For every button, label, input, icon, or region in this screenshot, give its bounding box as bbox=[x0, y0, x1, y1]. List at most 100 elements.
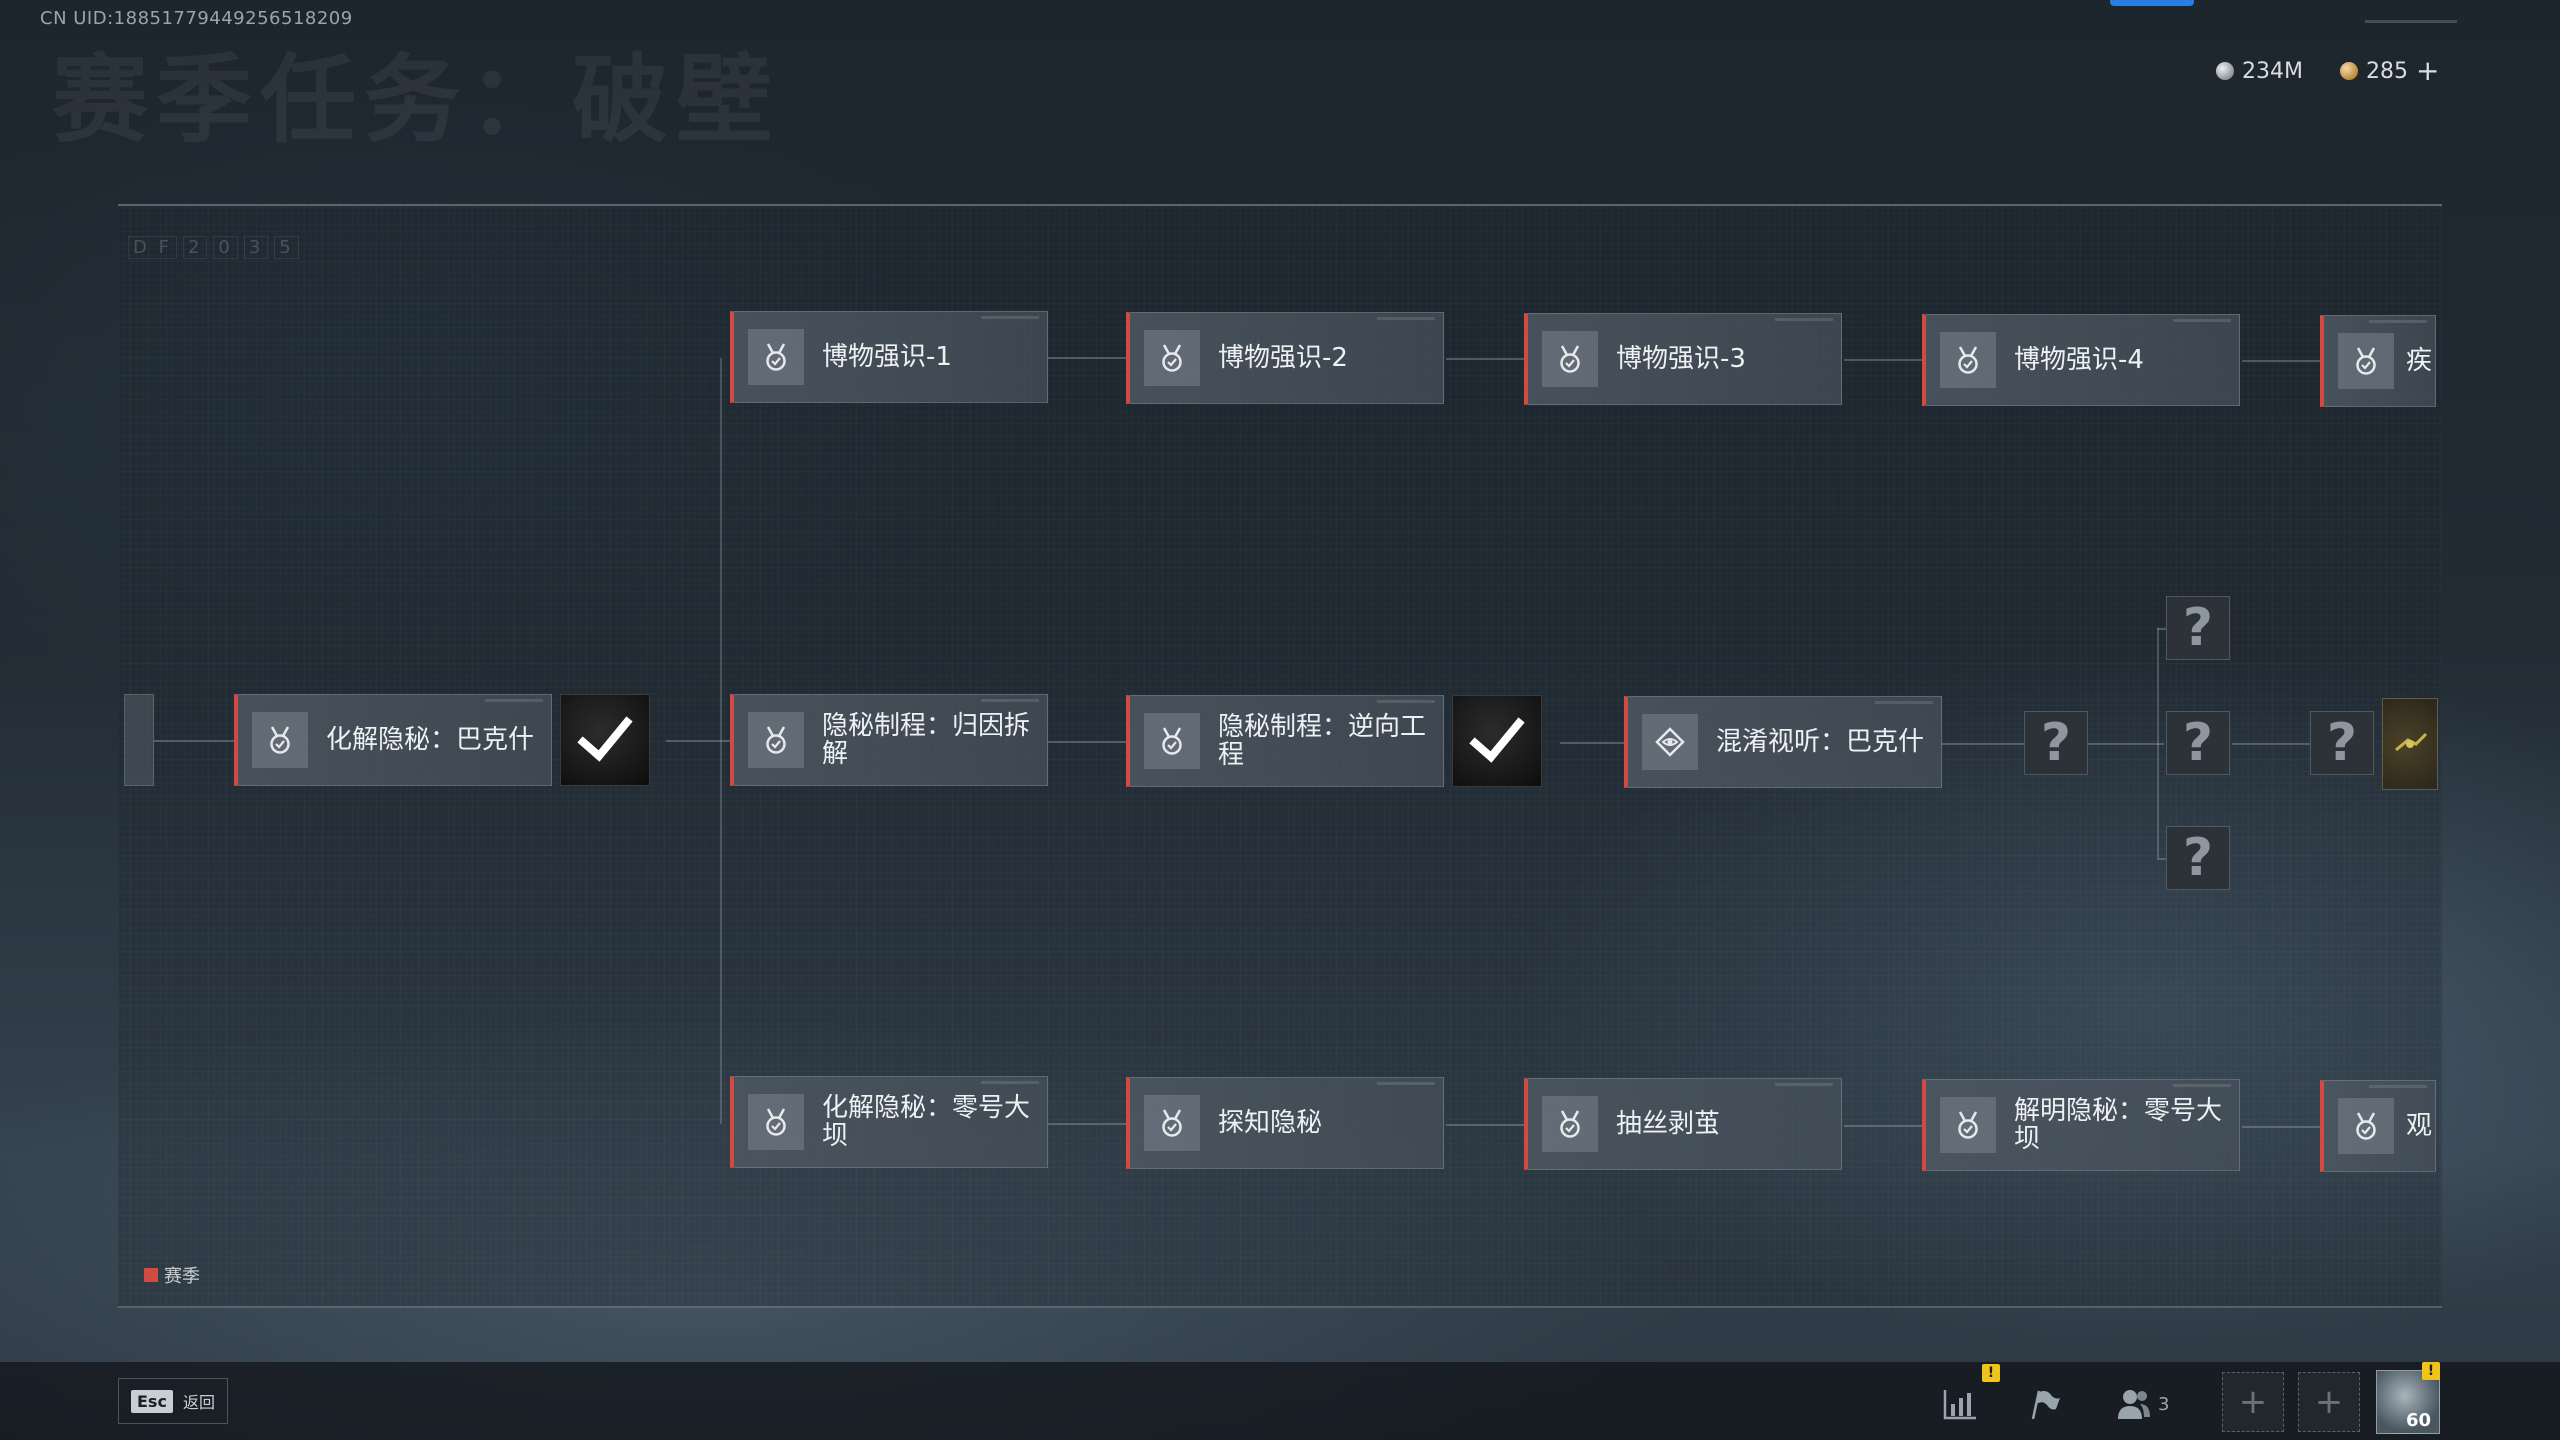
flag-icon bbox=[2031, 1390, 2060, 1420]
connector bbox=[1560, 742, 1624, 744]
task-node[interactable]: 疾 bbox=[2320, 315, 2436, 407]
spy-eye-icon bbox=[1642, 714, 1698, 770]
task-label: 观 bbox=[2406, 1111, 2433, 1141]
panel-code-part: 0 bbox=[213, 236, 238, 259]
question-icon: ? bbox=[2326, 713, 2358, 773]
task-node[interactable]: 博物强识-1 bbox=[730, 311, 1048, 403]
task-label: 博物强识-1 bbox=[822, 342, 952, 372]
checkmark-icon bbox=[1469, 717, 1525, 763]
stats-warning-badge: ! bbox=[1982, 1364, 2000, 1382]
connector bbox=[154, 740, 234, 742]
task-label: 博物强识-4 bbox=[2014, 345, 2144, 375]
task-label: 隐秘制程：归因拆解 bbox=[822, 711, 1031, 769]
avatar[interactable] bbox=[2376, 1370, 2440, 1434]
previous-task-stub[interactable] bbox=[124, 694, 154, 786]
task-label: 博物强识-2 bbox=[1218, 343, 1348, 373]
medal-icon bbox=[748, 712, 804, 768]
connector bbox=[1048, 741, 1126, 743]
medal-icon bbox=[2338, 333, 2394, 389]
locked-task[interactable]: ? bbox=[2166, 826, 2230, 890]
friends-count: 3 bbox=[2158, 1393, 2170, 1415]
plus-icon: + bbox=[2238, 1382, 2268, 1422]
player-level: 60 bbox=[2406, 1410, 2432, 1431]
medal-icon bbox=[1144, 1095, 1200, 1151]
stats-button[interactable] bbox=[1938, 1382, 1982, 1426]
connector bbox=[2157, 858, 2167, 860]
locked-task[interactable]: ? bbox=[2310, 711, 2374, 775]
connector bbox=[2242, 360, 2320, 362]
currency-gold[interactable]: 285 + bbox=[2340, 56, 2439, 86]
silver-coin-icon bbox=[2216, 62, 2234, 80]
tree-trunk-line bbox=[720, 358, 722, 1124]
connector bbox=[1844, 359, 1922, 361]
panel-code-part: 2 bbox=[182, 236, 208, 259]
top-divider bbox=[2365, 20, 2457, 23]
question-icon: ? bbox=[2182, 598, 2214, 658]
task-label: 隐秘制程：逆向工程 bbox=[1218, 712, 1427, 770]
panel-code: D F 2 0 3 5 bbox=[128, 236, 299, 259]
flag-button[interactable] bbox=[2022, 1382, 2066, 1426]
branch-line bbox=[2157, 628, 2159, 858]
task-node[interactable]: 解明隐秘：零号大坝 bbox=[1922, 1079, 2240, 1171]
task-complete-reward[interactable] bbox=[560, 694, 650, 786]
currency-gold-value: 285 bbox=[2366, 58, 2408, 84]
task-label: 抽丝剥茧 bbox=[1616, 1109, 1721, 1139]
final-reward-item[interactable] bbox=[2382, 698, 2438, 790]
task-node[interactable]: 博物强识-2 bbox=[1126, 312, 1444, 404]
connector bbox=[666, 740, 730, 742]
connector bbox=[2088, 743, 2164, 745]
plus-icon[interactable]: + bbox=[2416, 54, 2440, 87]
task-node[interactable]: 化解隐秘：零号大坝 bbox=[730, 1076, 1048, 1168]
medal-icon bbox=[2338, 1098, 2394, 1154]
team-slot-empty[interactable]: + bbox=[2222, 1372, 2284, 1432]
connector bbox=[2157, 628, 2167, 630]
connector bbox=[1048, 1123, 1126, 1125]
medal-icon bbox=[748, 1094, 804, 1150]
plus-icon: + bbox=[2314, 1382, 2344, 1422]
connector bbox=[2242, 1126, 2320, 1128]
panel-code-part: D F bbox=[128, 236, 177, 259]
task-node[interactable]: 观 bbox=[2320, 1080, 2436, 1172]
task-node[interactable]: 隐秘制程：归因拆解 bbox=[730, 694, 1048, 786]
task-node[interactable]: 博物强识-3 bbox=[1524, 313, 1842, 405]
medal-icon bbox=[252, 712, 308, 768]
medal-icon bbox=[1542, 331, 1598, 387]
task-node[interactable]: 隐秘制程：逆向工程 bbox=[1126, 695, 1444, 787]
locked-task[interactable]: ? bbox=[2166, 711, 2230, 775]
medal-icon bbox=[1144, 713, 1200, 769]
legend-swatch bbox=[144, 1268, 158, 1282]
medal-icon bbox=[1542, 1096, 1598, 1152]
task-node[interactable]: 博物强识-4 bbox=[1922, 314, 2240, 406]
task-complete-reward[interactable] bbox=[1452, 695, 1542, 787]
esc-key: Esc bbox=[131, 1389, 173, 1413]
medal-icon bbox=[1940, 332, 1996, 388]
gold-coin-icon bbox=[2340, 62, 2358, 80]
back-label: 返回 bbox=[182, 1393, 215, 1412]
stats-icon bbox=[1943, 1390, 1976, 1420]
back-button[interactable]: Esc 返回 bbox=[118, 1378, 228, 1424]
task-node[interactable]: 探知隐秘 bbox=[1126, 1077, 1444, 1169]
question-icon: ? bbox=[2040, 713, 2072, 773]
page-title: 赛季任务：破壁 bbox=[52, 44, 780, 156]
locked-task[interactable]: ? bbox=[2166, 596, 2230, 660]
connector bbox=[1446, 358, 1524, 360]
task-node[interactable]: 化解隐秘：巴克什 bbox=[234, 694, 552, 786]
connector bbox=[1942, 743, 2024, 745]
reward-item-icon bbox=[2395, 732, 2428, 752]
task-node[interactable]: 混淆视听：巴克什 bbox=[1624, 696, 1942, 788]
task-label: 混淆视听：巴克什 bbox=[1716, 727, 1925, 757]
legend: 赛季 bbox=[144, 1262, 200, 1288]
currency-silver-value: 234M bbox=[2242, 58, 2303, 84]
task-node[interactable]: 抽丝剥茧 bbox=[1524, 1078, 1842, 1170]
top-tab-indicator[interactable] bbox=[2110, 0, 2194, 6]
task-label: 博物强识-3 bbox=[1616, 344, 1746, 374]
friends-button[interactable]: 3 bbox=[2116, 1382, 2188, 1426]
connector bbox=[1446, 1124, 1524, 1126]
legend-label: 赛季 bbox=[164, 1266, 200, 1287]
connector bbox=[1048, 357, 1126, 359]
task-label: 化解隐秘：零号大坝 bbox=[822, 1093, 1031, 1151]
connector bbox=[1844, 1125, 1922, 1127]
locked-task[interactable]: ? bbox=[2024, 711, 2088, 775]
team-slot-empty[interactable]: + bbox=[2298, 1372, 2360, 1432]
medal-icon bbox=[748, 329, 804, 385]
